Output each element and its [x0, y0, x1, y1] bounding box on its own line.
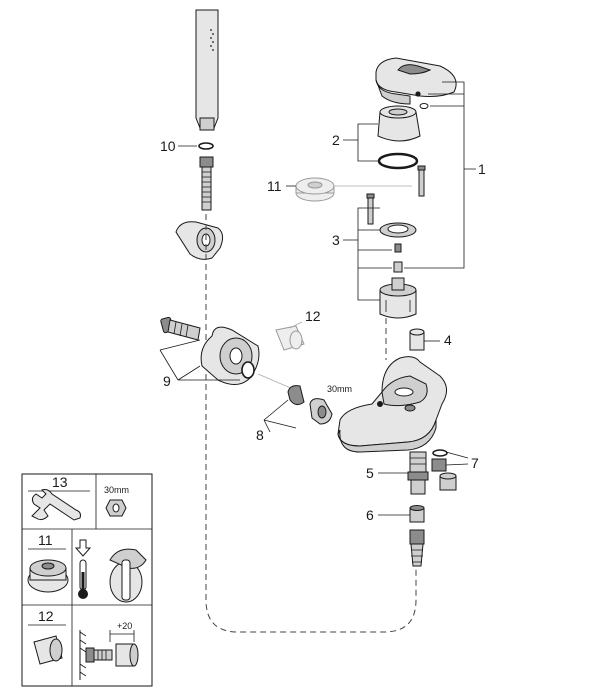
- legend-13-size: 30mm: [104, 485, 129, 495]
- legend-13-number: 13: [52, 474, 68, 490]
- hose-washer-10: [198, 142, 214, 150]
- hand-shower: [195, 9, 219, 131]
- small-parts-stack: [393, 243, 403, 273]
- nut-icon: [105, 499, 127, 517]
- callout-3: 3: [332, 232, 340, 248]
- legend-part-11: [27, 559, 69, 593]
- part-11-ghost: [295, 177, 335, 202]
- callout-1: 1: [478, 161, 486, 177]
- mixer-body: [337, 356, 447, 453]
- thermometer-icon: [78, 559, 88, 599]
- callout-9: 9: [163, 373, 171, 389]
- wall-bracket: [175, 221, 224, 260]
- nut-6: [409, 505, 425, 523]
- callout-2: 2: [332, 132, 340, 148]
- legend-11-number: 11: [38, 532, 53, 548]
- seal-ring-2: [377, 152, 419, 170]
- fixing-bolts: [366, 165, 426, 225]
- shower-hose: [199, 156, 214, 211]
- threaded-ring: [379, 222, 417, 238]
- callout-5: 5: [366, 465, 374, 481]
- wrench-icon: [31, 489, 81, 521]
- callout-7: 7: [471, 455, 479, 471]
- lever-icon: [109, 548, 147, 603]
- dashed-hose-path: [205, 214, 417, 633]
- callout-4: 4: [444, 332, 452, 348]
- legend-12-offset: +20: [117, 621, 132, 631]
- legend-box: 13 30mm 11: [21, 473, 153, 687]
- aerator-7: [431, 449, 457, 491]
- callout-10: 10: [160, 138, 176, 154]
- callout-6: 6: [366, 507, 374, 523]
- handle-screw-parts: [415, 91, 429, 109]
- dimension-30mm: 30mm: [327, 384, 352, 394]
- cap-2: [377, 105, 421, 142]
- part-12-ghost: [275, 325, 305, 351]
- callout-11: 11: [267, 178, 282, 194]
- hose-connector: [409, 529, 425, 567]
- arrow-down-icon: [74, 539, 92, 557]
- legend-part-12: [33, 635, 63, 665]
- callout-12: 12: [305, 308, 321, 324]
- legend-12-number: 12: [38, 608, 54, 624]
- part-4-cap: [409, 328, 425, 351]
- wall-nipple-9: [160, 316, 201, 341]
- valve-5: [407, 451, 429, 495]
- lever-handle: [375, 57, 457, 105]
- wall-section-icon: [79, 630, 139, 680]
- cartridge: [379, 277, 417, 319]
- adapter-8: [287, 385, 333, 425]
- washer-9: [241, 361, 255, 379]
- callout-8: 8: [256, 427, 264, 443]
